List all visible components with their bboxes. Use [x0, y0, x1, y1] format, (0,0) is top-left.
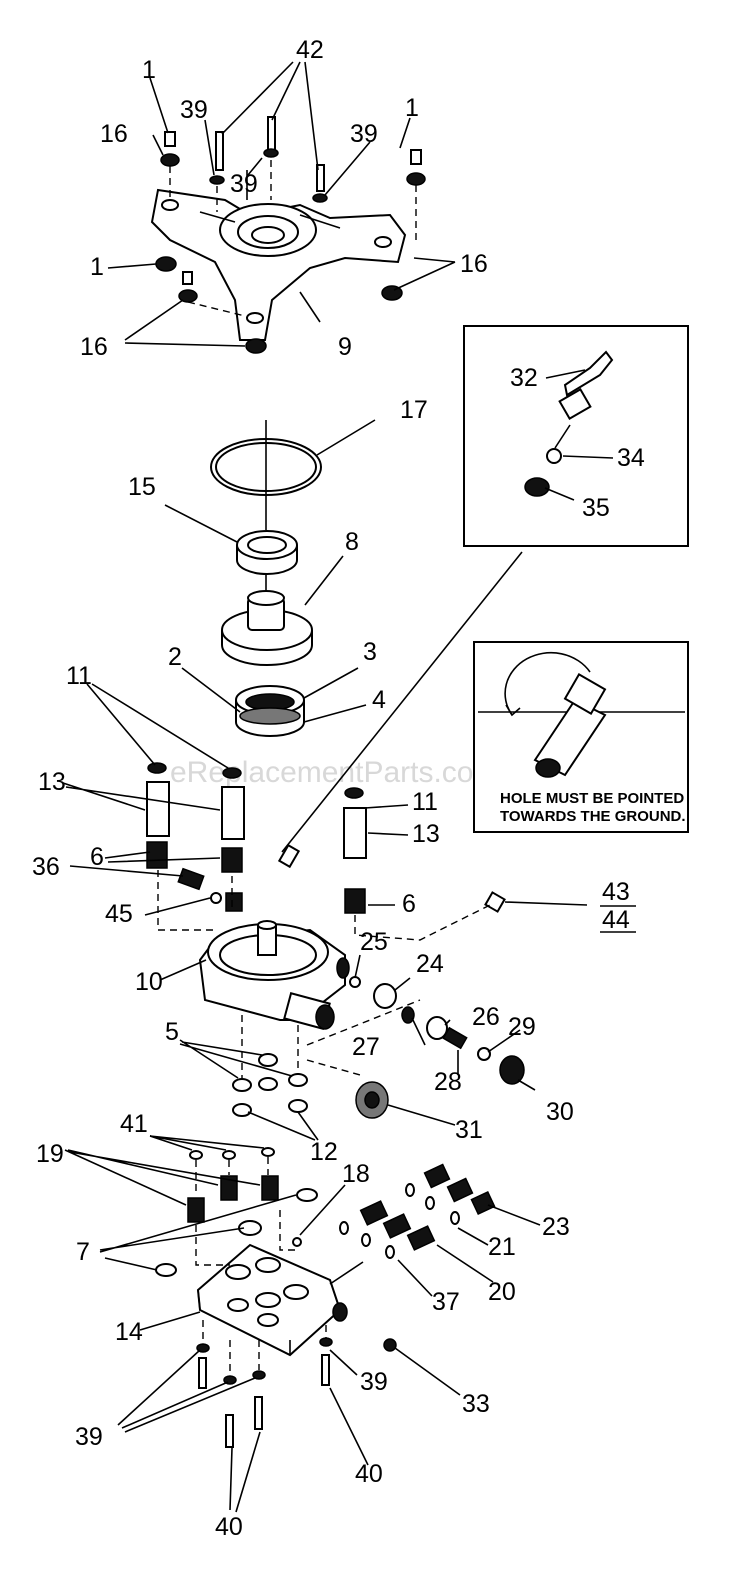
pistons-and-springs: [146, 762, 506, 941]
manifold-part: [196, 1243, 397, 1357]
note-line-2: TOWARDS THE GROUND.: [500, 808, 686, 825]
callout-16-right: 16: [460, 250, 488, 278]
callout-29: 29: [508, 1013, 536, 1041]
o-rings: [232, 1015, 308, 1117]
orientation-note-inset: HOLE MUST BE POINTED TOWARDS THE GROUND.: [473, 641, 689, 833]
callout-13-left: 13: [38, 768, 66, 796]
callout-39-top-left: 39: [180, 96, 208, 124]
callout-6-right: 6: [402, 890, 416, 918]
callout-23: 23: [542, 1213, 570, 1241]
callout-25: 25: [360, 928, 388, 956]
callout-35: 35: [582, 494, 610, 522]
note-line-1: HOLE MUST BE POINTED: [500, 790, 684, 807]
watermark: eReplacementParts.com: [170, 756, 498, 789]
manifold-valves: [155, 1147, 496, 1277]
callout-24: 24: [416, 950, 444, 978]
mounting-flange-part: [150, 188, 407, 341]
callout-45: 45: [105, 900, 133, 928]
callout-16-bottom-left: 16: [80, 333, 108, 361]
callout-5: 5: [165, 1018, 179, 1046]
callout-15: 15: [128, 473, 156, 501]
callout-19: 19: [36, 1140, 64, 1168]
callout-33: 33: [462, 1390, 490, 1418]
callout-9: 9: [338, 333, 352, 361]
callout-43: 43: [602, 878, 630, 906]
callout-11-left: 11: [66, 662, 92, 690]
callout-36: 36: [32, 853, 60, 881]
callout-17: 17: [400, 396, 428, 424]
callout-30: 30: [546, 1098, 574, 1126]
callout-1-top-right: 1: [405, 94, 419, 122]
callout-42: 42: [296, 36, 324, 64]
callout-31: 31: [455, 1116, 483, 1144]
callout-32: 32: [510, 364, 538, 392]
callout-labels: 42 1 1 39 39 39 16 1 16 16 9 17 15 8 2 3…: [32, 36, 645, 1541]
callout-10: 10: [135, 968, 163, 996]
callout-16-top-left: 16: [100, 120, 128, 148]
callout-39-right: 39: [360, 1368, 388, 1396]
callout-41: 41: [120, 1110, 148, 1138]
callout-11-right: 11: [412, 788, 438, 816]
callout-40-bottom: 40: [215, 1513, 243, 1541]
callout-2: 2: [168, 643, 182, 671]
callout-34: 34: [617, 444, 645, 472]
callout-14: 14: [115, 1318, 143, 1346]
callout-39-bottom-left: 39: [75, 1423, 103, 1451]
callout-39-top-right: 39: [350, 120, 378, 148]
callout-27: 27: [352, 1033, 380, 1061]
callout-12: 12: [310, 1138, 338, 1166]
leader-lines: [62, 61, 614, 1513]
unloader-parts: [349, 976, 525, 1119]
callout-21: 21: [488, 1233, 516, 1261]
callout-13-right: 13: [412, 820, 440, 848]
callout-1-left: 1: [90, 253, 104, 281]
callout-26: 26: [472, 1003, 500, 1031]
seal-stack: [210, 420, 322, 737]
callout-20: 20: [488, 1278, 516, 1306]
nozzle-inset: [281, 325, 689, 853]
callout-3: 3: [363, 638, 377, 666]
callout-7: 7: [76, 1238, 90, 1266]
pump-body-part: [198, 920, 421, 1076]
callout-4: 4: [372, 686, 386, 714]
callout-1-top-left: 1: [142, 56, 156, 84]
callout-8: 8: [345, 528, 359, 556]
manifold-bolts: [196, 1320, 333, 1448]
callout-44: 44: [602, 906, 630, 934]
callout-37: 37: [432, 1288, 460, 1316]
callout-6-left: 6: [90, 843, 104, 871]
callout-28: 28: [434, 1068, 462, 1096]
callout-40-right: 40: [355, 1460, 383, 1488]
callout-39-top-center: 39: [230, 170, 258, 198]
callout-18: 18: [342, 1160, 370, 1188]
